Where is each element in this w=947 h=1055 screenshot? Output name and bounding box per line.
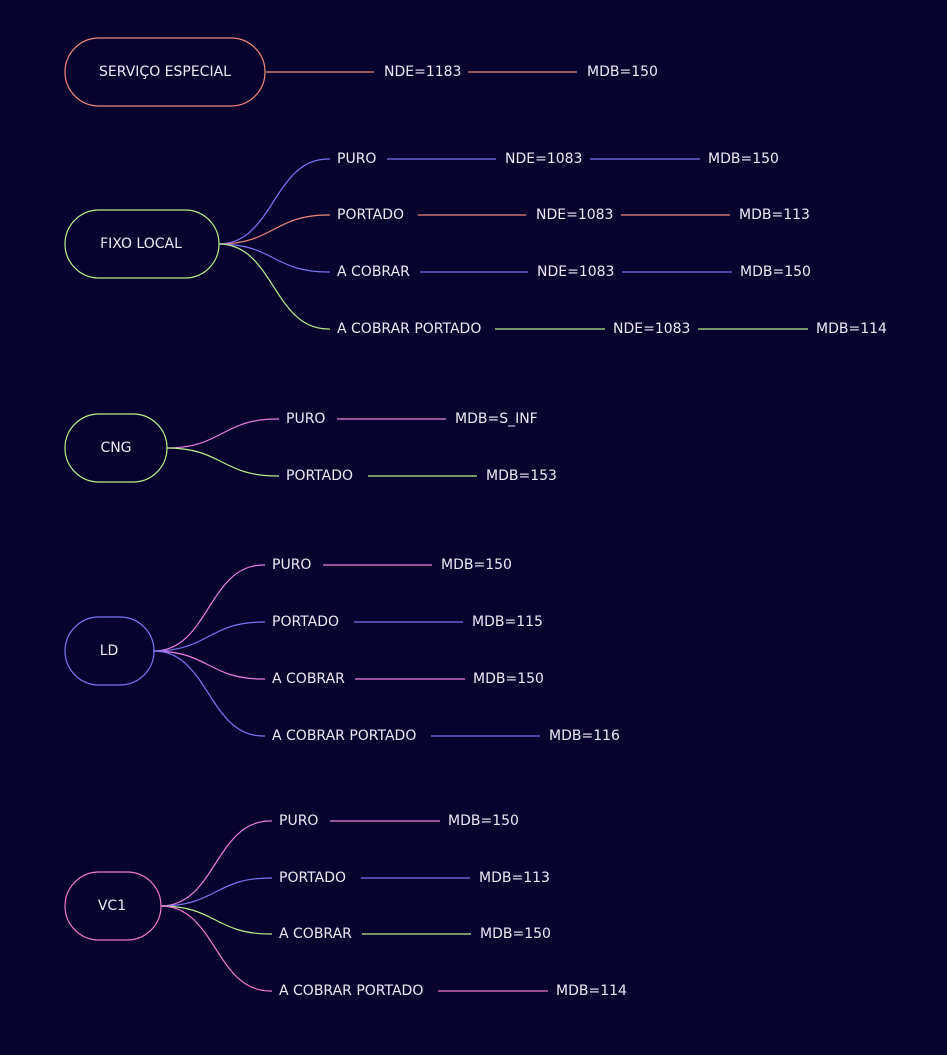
leaf-value: MDB=150 — [480, 926, 551, 942]
branch-label: A COBRAR — [337, 264, 410, 280]
branch-connector — [218, 243, 330, 273]
leaf-value: MDB=150 — [740, 264, 811, 280]
branch-label: PURO — [286, 411, 325, 427]
root-node-label: CNG — [100, 440, 131, 456]
leaf-value: MDB=150 — [708, 151, 779, 167]
branch-label: A COBRAR PORTADO — [337, 321, 481, 337]
root-node[interactable] — [64, 37, 266, 107]
branch-connector — [218, 158, 330, 245]
branch-connector — [218, 214, 330, 245]
leaf-value: MDB=150 — [448, 813, 519, 829]
connector-layer — [153, 71, 808, 992]
leaf-value: NDE=1083 — [537, 264, 614, 280]
leaf-value: MDB=114 — [556, 983, 627, 999]
root-node-label: VC1 — [98, 898, 126, 914]
branch-connector — [218, 243, 330, 330]
branch-connector — [153, 650, 265, 680]
root-node[interactable] — [64, 871, 162, 941]
branch-connector — [160, 905, 272, 992]
branch-connector — [160, 877, 272, 907]
leaf-value: MDB=150 — [587, 64, 658, 80]
root-node[interactable] — [64, 413, 168, 483]
branch-connector — [153, 621, 265, 652]
branch-label: PORTADO — [272, 614, 339, 630]
leaf-value: NDE=1083 — [505, 151, 582, 167]
branch-label: A COBRAR — [272, 671, 345, 687]
root-node-label: LD — [100, 643, 119, 659]
branch-connector — [153, 564, 265, 652]
leaf-value: MDB=113 — [739, 207, 810, 223]
branch-label: PURO — [337, 151, 376, 167]
leaf-value: MDB=150 — [473, 671, 544, 687]
leaf-value: MDB=115 — [472, 614, 543, 630]
branch-connector — [153, 650, 265, 737]
root-node[interactable] — [64, 209, 220, 279]
leaf-value: MDB=S_INF — [455, 411, 538, 427]
leaf-value: MDB=114 — [816, 321, 887, 337]
branch-connector — [166, 418, 279, 449]
branch-connector — [166, 447, 279, 477]
branch-label: PORTADO — [286, 468, 353, 484]
branch-connector — [160, 905, 272, 935]
leaf-value: MDB=153 — [486, 468, 557, 484]
branch-label: A COBRAR — [279, 926, 352, 942]
branch-label: PURO — [272, 557, 311, 573]
branch-connector — [160, 820, 272, 907]
branch-label: PORTADO — [337, 207, 404, 223]
leaf-value: MDB=150 — [441, 557, 512, 573]
root-node-label: FIXO LOCAL — [100, 236, 182, 252]
leaf-value: MDB=116 — [549, 728, 620, 744]
root-node[interactable] — [64, 616, 155, 686]
branch-label: PORTADO — [279, 870, 346, 886]
branch-label: A COBRAR PORTADO — [272, 728, 416, 744]
leaf-value: NDE=1083 — [613, 321, 690, 337]
branch-label: A COBRAR PORTADO — [279, 983, 423, 999]
leaf-value: MDB=113 — [479, 870, 550, 886]
branch-label: NDE=1183 — [384, 64, 461, 80]
root-node-label: SERVIÇO ESPECIAL — [99, 64, 231, 80]
leaf-value: NDE=1083 — [536, 207, 613, 223]
branch-label: PURO — [279, 813, 318, 829]
